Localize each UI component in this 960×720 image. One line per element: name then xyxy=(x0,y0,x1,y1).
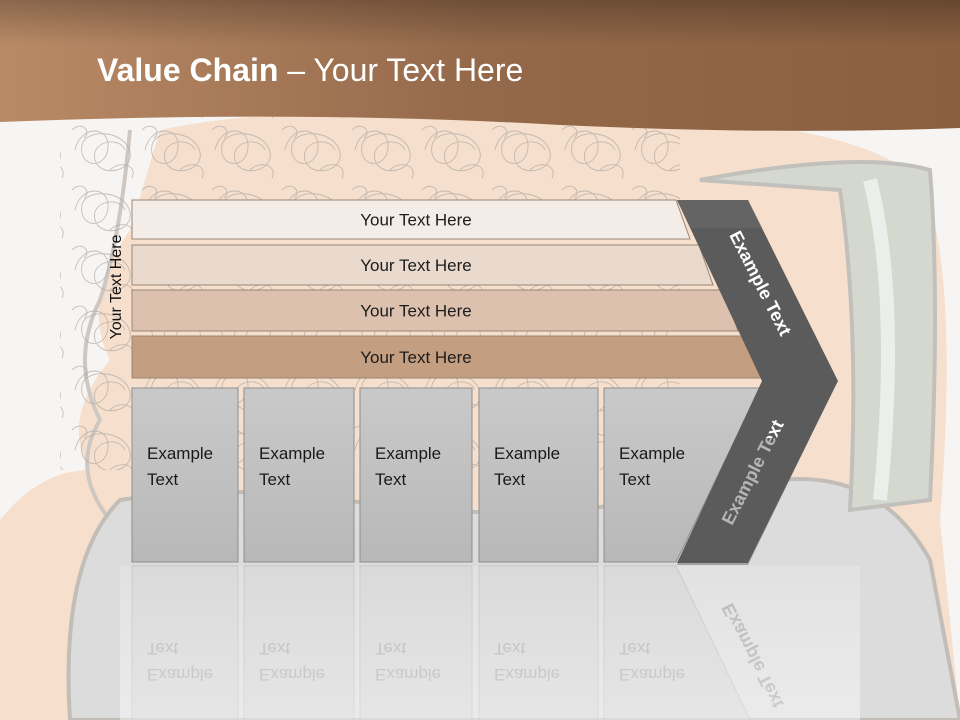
primary-box-line2: Text xyxy=(619,470,650,489)
title-rest: – Your Text Here xyxy=(278,52,524,88)
title-bold: Value Chain xyxy=(97,52,279,88)
support-row-label: Your Text Here xyxy=(360,302,472,321)
support-row-1 xyxy=(131,199,691,240)
primary-box-line2: Text xyxy=(494,470,525,489)
page-title: Value Chain – Your Text Here xyxy=(97,52,523,89)
primary-box-4 xyxy=(478,387,599,563)
primary-box-1 xyxy=(131,387,239,563)
primary-box-line2: Text xyxy=(147,470,178,489)
support-row-label: Your Text Here xyxy=(360,256,472,275)
primary-box-line1: Example xyxy=(619,444,685,463)
support-row-label: Your Text Here xyxy=(360,211,472,230)
support-row-3 xyxy=(131,289,739,332)
primary-box-line1: Example xyxy=(494,444,560,463)
primary-box-line1: Example xyxy=(375,444,441,463)
support-row-label: Your Text Here xyxy=(360,348,472,367)
primary-box-3 xyxy=(359,387,473,563)
side-label: Your Text Here xyxy=(108,234,125,339)
primary-box-line2: Text xyxy=(259,470,290,489)
support-row-2 xyxy=(131,244,714,286)
primary-box-2 xyxy=(243,387,355,563)
header-band xyxy=(0,0,960,131)
primary-box-5 xyxy=(603,387,761,563)
primary-box-line1: Example xyxy=(147,444,213,463)
primary-box-line1: Example xyxy=(259,444,325,463)
primary-box-line2: Text xyxy=(375,470,406,489)
